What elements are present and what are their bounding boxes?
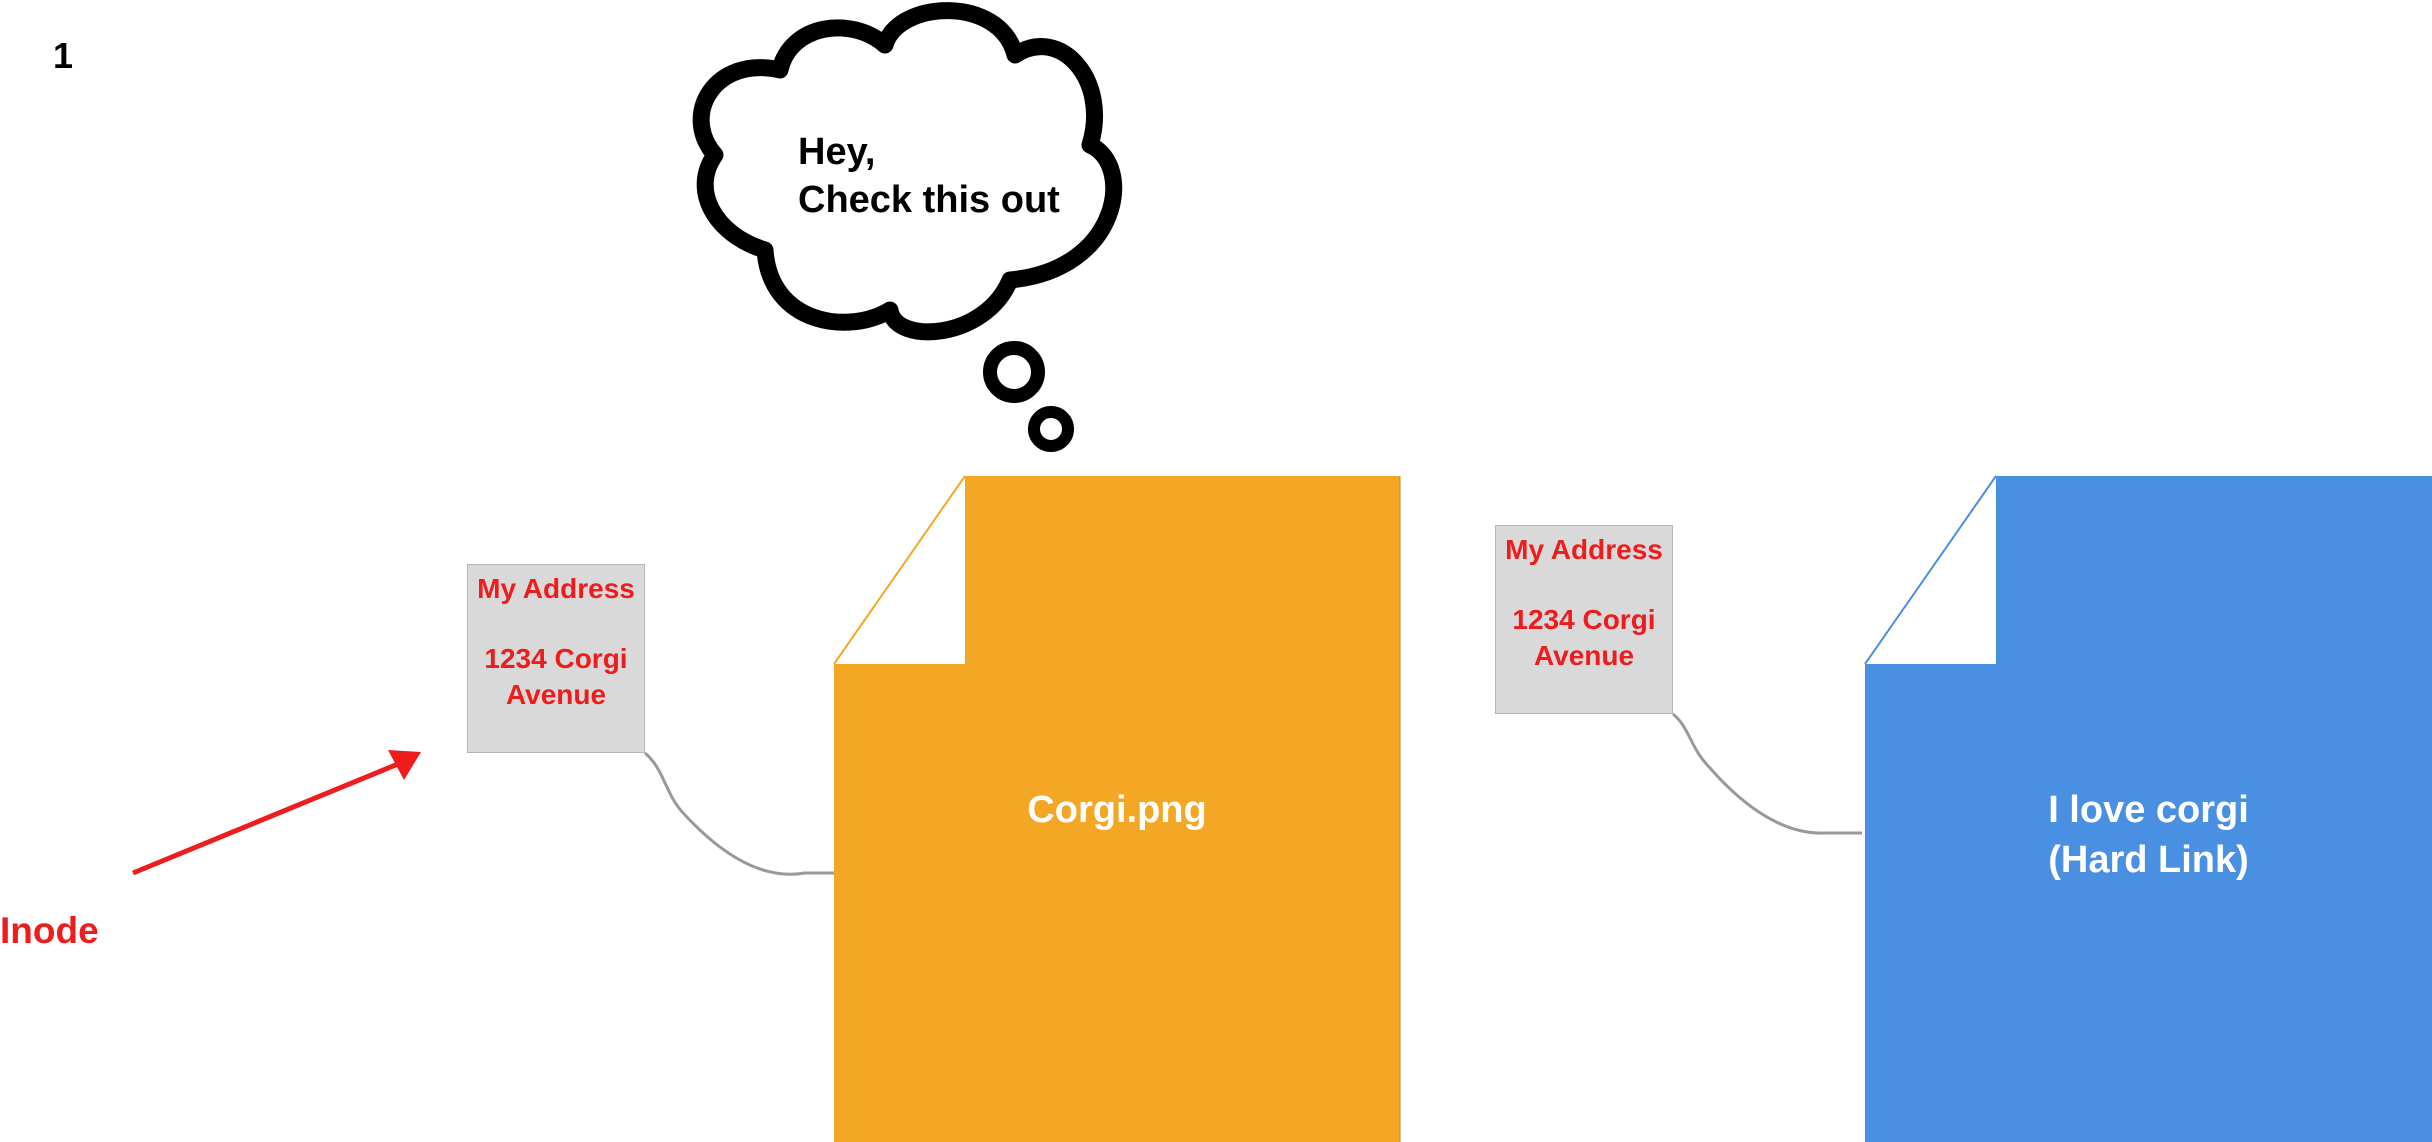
file-label-line-2: (Hard Link) <box>2048 839 2249 881</box>
thought-cloud-shape <box>692 2 1123 341</box>
thought-bubble <box>692 2 1123 452</box>
thought-bubble-text: Hey, Check this out <box>798 128 1128 224</box>
address-tag-line-2: Avenue <box>1533 640 1635 671</box>
address-tag-line-2: Avenue <box>505 679 607 710</box>
thought-dot-large <box>983 341 1045 403</box>
address-tag-line-1: 1234 Corgi <box>484 643 628 674</box>
address-tag-2: My Address 1234 Corgi Avenue <box>1495 525 1673 714</box>
address-tag-1: My Address 1234 Corgi Avenue <box>467 564 645 753</box>
tag-string-1 <box>644 751 834 876</box>
address-tag-title: My Address <box>1505 534 1663 565</box>
inode-label: Inode <box>0 910 99 951</box>
address-tag-line-1: 1234 Corgi <box>1512 604 1656 635</box>
file-label-hard-link: I love corgi (Hard Link) <box>1865 785 2432 885</box>
inode-arrow <box>132 750 421 876</box>
thought-line-1: Hey, <box>798 131 876 173</box>
thought-line-2: Check this out <box>798 179 1060 221</box>
file-label-line-1: I love corgi <box>2048 789 2249 831</box>
file-label-corgi: Corgi.png <box>1027 789 1207 831</box>
file-document-corgi <box>833 475 1401 1142</box>
file-document-hard-link <box>1864 475 2432 1142</box>
tag-string-2 <box>1672 712 1862 835</box>
address-tag-title: My Address <box>477 573 635 604</box>
thought-dot-small <box>1028 406 1074 452</box>
slide-number: 1 <box>53 35 74 76</box>
